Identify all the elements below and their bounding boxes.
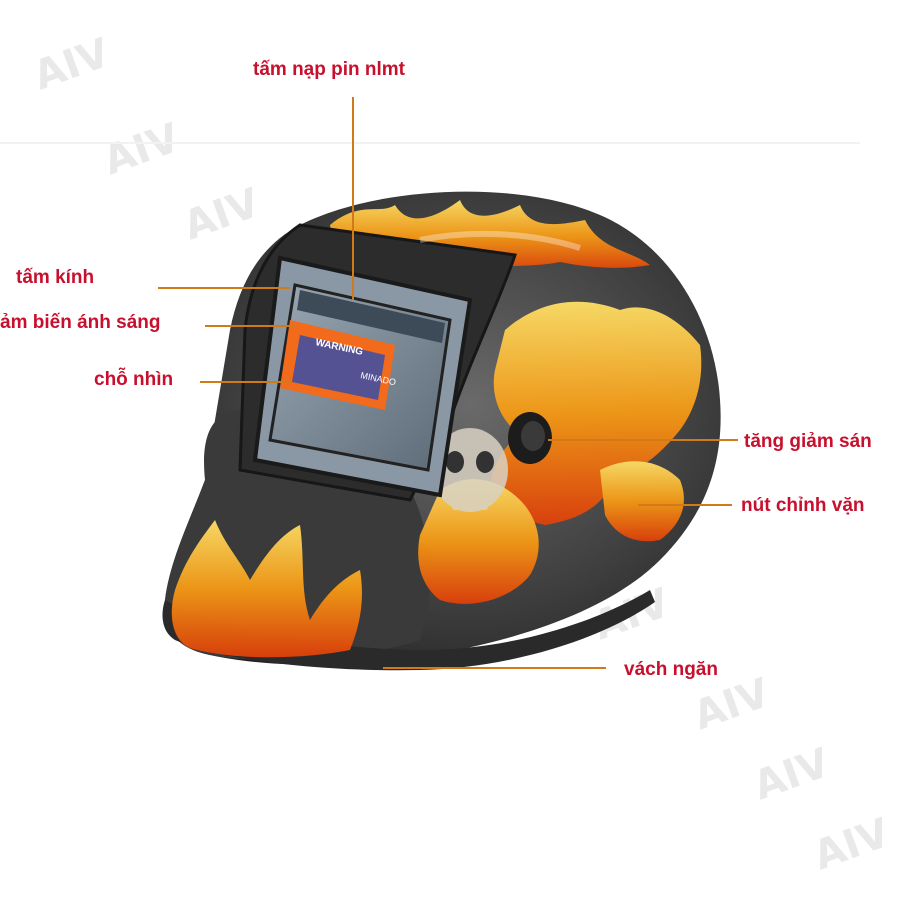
callout-label-adjust-knob: nút chỉnh vặn [741, 495, 865, 516]
callout-label-brightness-knob: tăng giảm sán [744, 431, 872, 452]
skull-graphic [432, 428, 508, 512]
flame-graphic [171, 200, 702, 658]
callout-label-light-sensor: ảm biến ánh sáng [0, 312, 161, 333]
solar-panel-strip [297, 290, 445, 343]
callout-label-cover-glass: tấm kính [16, 267, 95, 288]
leader-lines [158, 97, 738, 669]
watermark-logo-icon: AIV [28, 30, 116, 100]
callout-label-partition: vách ngăn [624, 659, 718, 680]
shell-highlight [419, 230, 581, 251]
callout-label-viewing-window: chỗ nhìn [94, 369, 174, 390]
watermark-logo-icon: AIV [98, 115, 186, 185]
callout-label-battery-panel: tấm nạp pin nlmt [253, 59, 405, 80]
watermark-group: AIV AIV AIV AIV AIV AIV AIV [28, 30, 896, 880]
watermark-logo-icon: AIV [748, 740, 836, 810]
warning-sticker: WARNING MINADO [280, 320, 397, 410]
brightness-knob-graphic [508, 412, 552, 464]
watermark-logo-icon: AIV [178, 180, 266, 250]
watermark-logo-icon: AIV [808, 810, 896, 880]
